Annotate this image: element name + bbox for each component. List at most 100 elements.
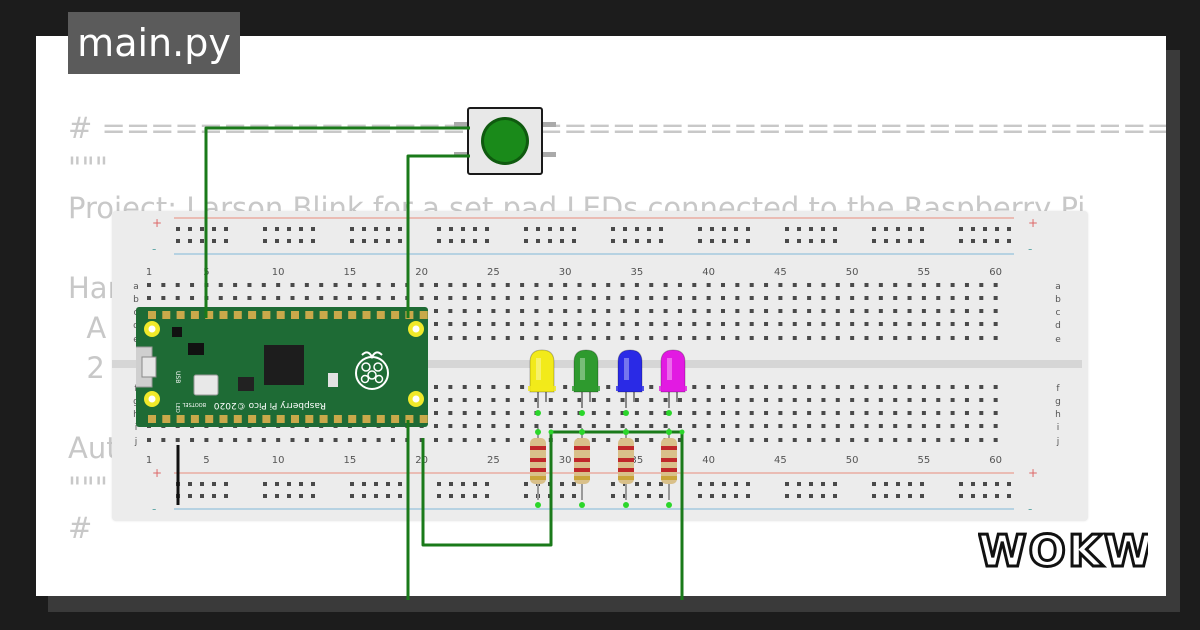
breadboard-hole[interactable] (534, 322, 539, 326)
rail-hole[interactable] (746, 494, 750, 498)
rail-hole[interactable] (275, 227, 279, 231)
rail-hole[interactable] (212, 227, 216, 231)
rail-hole[interactable] (536, 482, 540, 486)
breadboard-hole[interactable] (964, 283, 969, 287)
rail-hole[interactable] (212, 494, 216, 498)
breadboard-hole[interactable] (735, 309, 740, 313)
breadboard-hole[interactable] (835, 283, 840, 287)
breadboard-hole[interactable] (520, 438, 525, 442)
breadboard-hole[interactable] (663, 411, 668, 415)
breadboard-hole[interactable] (821, 385, 826, 389)
rail-hole[interactable] (833, 239, 837, 243)
breadboard-hole[interactable] (548, 424, 553, 428)
rail-hole[interactable] (485, 239, 489, 243)
breadboard-hole[interactable] (764, 322, 769, 326)
rail-hole[interactable] (548, 482, 552, 486)
breadboard-hole[interactable] (764, 296, 769, 300)
rail-hole[interactable] (698, 494, 702, 498)
breadboard-hole[interactable] (807, 336, 812, 340)
rail-hole[interactable] (833, 494, 837, 498)
rail-hole[interactable] (311, 227, 315, 231)
breadboard-hole[interactable] (333, 296, 338, 300)
breadboard-hole[interactable] (477, 385, 482, 389)
rail-hole[interactable] (896, 239, 900, 243)
rail-hole[interactable] (449, 239, 453, 243)
breadboard-hole[interactable] (448, 336, 453, 340)
breadboard-hole[interactable] (721, 438, 725, 442)
breadboard-hole[interactable] (950, 296, 955, 300)
rail-hole[interactable] (995, 494, 999, 498)
rail-hole[interactable] (299, 482, 303, 486)
breadboard-hole[interactable] (692, 385, 697, 389)
rail-hole[interactable] (485, 482, 489, 486)
breadboard-hole[interactable] (577, 411, 582, 415)
breadboard-hole[interactable] (964, 296, 969, 300)
breadboard-hole[interactable] (419, 438, 424, 442)
rail-hole[interactable] (809, 227, 813, 231)
breadboard-hole[interactable] (462, 336, 467, 340)
breadboard-hole[interactable] (649, 398, 654, 402)
breadboard-hole[interactable] (893, 398, 898, 402)
rail-hole[interactable] (611, 494, 615, 498)
rail-hole[interactable] (920, 494, 924, 498)
breadboard-hole[interactable] (663, 322, 668, 326)
breadboard-hole[interactable] (835, 424, 840, 428)
breadboard-hole[interactable] (749, 283, 754, 287)
breadboard-hole[interactable] (434, 322, 438, 326)
rail-hole[interactable] (983, 482, 987, 486)
rail-hole[interactable] (959, 227, 963, 231)
breadboard-hole[interactable] (677, 309, 682, 313)
rail-hole[interactable] (176, 482, 180, 486)
breadboard-hole[interactable] (950, 424, 955, 428)
breadboard-hole[interactable] (175, 283, 180, 287)
rail-hole[interactable] (722, 227, 726, 231)
breadboard-hole[interactable] (721, 398, 725, 402)
rail-hole[interactable] (398, 482, 402, 486)
rail-hole[interactable] (734, 494, 738, 498)
breadboard-hole[interactable] (749, 336, 754, 340)
breadboard-hole[interactable] (548, 322, 553, 326)
breadboard-hole[interactable] (821, 424, 826, 428)
breadboard-hole[interactable] (850, 398, 855, 402)
rail-hole[interactable] (821, 482, 825, 486)
breadboard-hole[interactable] (304, 283, 309, 287)
breadboard-hole[interactable] (491, 296, 496, 300)
breadboard-hole[interactable] (333, 283, 338, 287)
breadboard-hole[interactable] (161, 438, 166, 442)
breadboard-hole[interactable] (534, 398, 539, 402)
breadboard-hole[interactable] (706, 322, 711, 326)
breadboard-hole[interactable] (964, 411, 969, 415)
rail-hole[interactable] (560, 494, 564, 498)
rail-hole[interactable] (572, 482, 576, 486)
rail-hole[interactable] (920, 482, 924, 486)
rail-hole[interactable] (797, 239, 801, 243)
rail-hole[interactable] (275, 494, 279, 498)
rail-hole[interactable] (746, 227, 750, 231)
breadboard-hole[interactable] (247, 296, 252, 300)
breadboard-hole[interactable] (563, 309, 568, 313)
breadboard-hole[interactable] (620, 438, 625, 442)
breadboard-hole[interactable] (505, 438, 510, 442)
rail-hole[interactable] (449, 227, 453, 231)
rail-hole[interactable] (995, 227, 999, 231)
breadboard-hole[interactable] (663, 309, 668, 313)
rail-hole[interactable] (275, 482, 279, 486)
rail-hole[interactable] (611, 482, 615, 486)
breadboard-hole[interactable] (649, 336, 654, 340)
breadboard-hole[interactable] (964, 398, 969, 402)
breadboard-hole[interactable] (505, 385, 510, 389)
breadboard-hole[interactable] (563, 385, 568, 389)
rail-hole[interactable] (872, 227, 876, 231)
breadboard-hole[interactable] (907, 322, 912, 326)
breadboard-hole[interactable] (878, 424, 883, 428)
breadboard-hole[interactable] (649, 309, 654, 313)
rail-hole[interactable] (635, 482, 639, 486)
breadboard-hole[interactable] (649, 296, 654, 300)
breadboard-hole[interactable] (864, 336, 869, 340)
breadboard-hole[interactable] (520, 398, 525, 402)
breadboard-hole[interactable] (204, 283, 209, 287)
breadboard-hole[interactable] (577, 309, 582, 313)
breadboard-hole[interactable] (778, 411, 783, 415)
rail-hole[interactable] (896, 227, 900, 231)
breadboard-hole[interactable] (692, 398, 697, 402)
